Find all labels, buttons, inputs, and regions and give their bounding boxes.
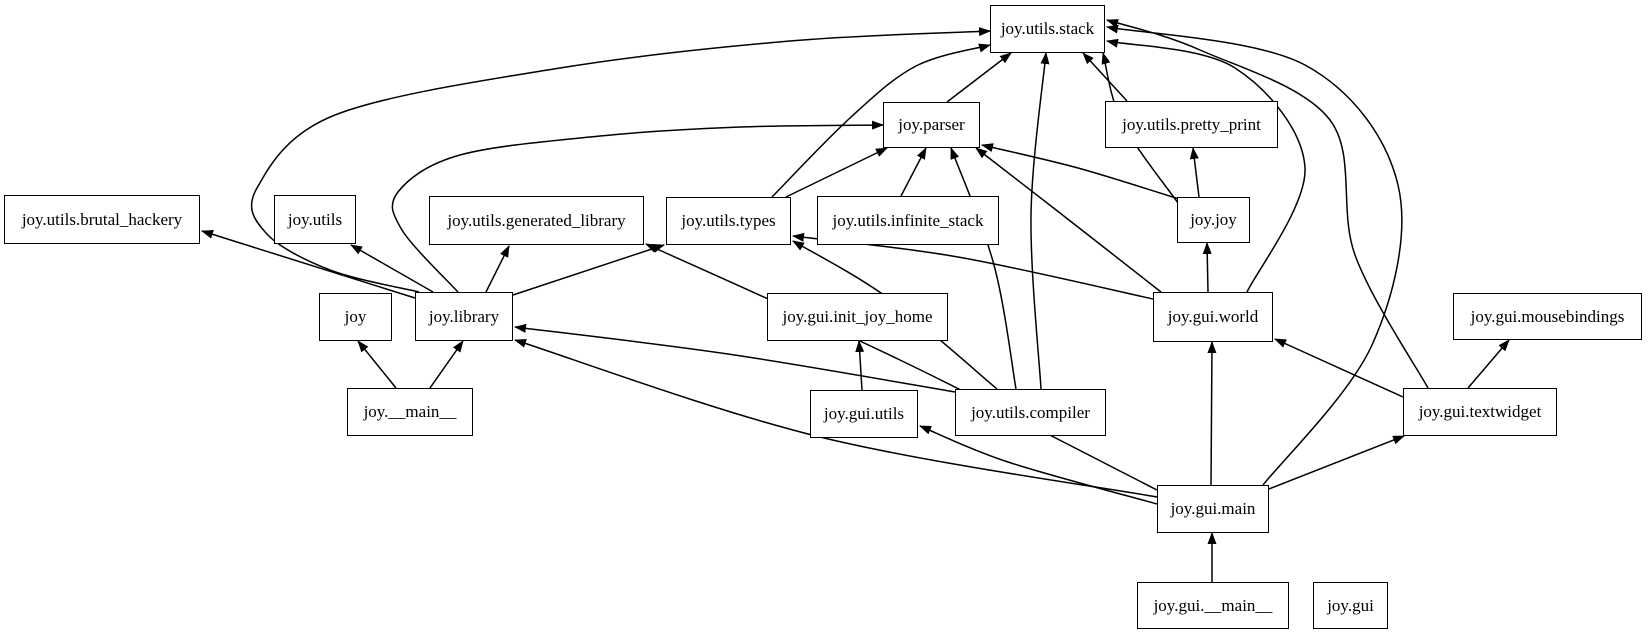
edge-joy.library-to-joy.parser [391,120,884,293]
node-joy.gui.mousebindings: joy.gui.mousebindings [1453,293,1642,340]
node-label: joy.parser [898,115,965,134]
node-joy.parser: joy.parser [883,102,980,148]
node-label: joy.utils.stack [1000,19,1095,38]
node-label: joy.utils.compiler [971,402,1090,422]
node-label: joy.gui.world [1167,307,1259,326]
edge-joy.utils.compiler-to-joy.library [514,323,956,393]
node-label: joy.gui.__main__ [1153,595,1273,615]
edge-joy.parser-to-joy.utils.stack [946,52,1012,103]
node-joy.__main__: joy.__main__ [347,388,473,436]
node-label: joy.utils.types [681,211,776,230]
node-label: joy.library [428,306,500,326]
edge-joy.__main__-to-joy.library [429,340,464,389]
node-label: joy.joy [1190,210,1237,229]
node-label: joy.gui.utils [823,404,905,423]
node-joy.utils.pretty_print: joy.utils.pretty_print [1105,101,1278,148]
node-label: joy.gui.main [1170,499,1256,518]
node-label: joy.gui.textwidget [1418,402,1542,421]
node-joy.gui.world: joy.gui.world [1153,292,1273,342]
node-joy.utils.generated_library: joy.utils.generated_library [429,196,644,245]
edge-joy.gui.main-to-joy.utils.stack [1106,24,1403,486]
node-label: joy [344,307,367,326]
edge-joy.gui.textwidget-to-joy.gui.world [1274,338,1404,398]
edges-group [201,19,1510,582]
edge-joy.utils.compiler-to-joy.parser [950,147,1017,390]
node-label: joy.__main__ [363,402,457,421]
edge-joy.__main__-to-joy [357,340,397,389]
edge-joy.utils.types-to-joy.utils.stack [771,43,991,198]
edge-joy.gui.world-to-joy.utils.types [792,232,1154,300]
node-joy.utils.brutal_hackery: joy.utils.brutal_hackery [4,195,200,244]
edge-joy.library-to-joy.utils.types [512,244,665,296]
node-joy.joy: joy.joy [1177,197,1250,243]
node-joy.gui.main: joy.gui.main [1157,485,1269,533]
node-joy.utils: joy.utils [274,195,356,244]
node-label: joy.utils.infinite_stack [832,210,984,230]
node-joy.gui.init_joy_home: joy.gui.init_joy_home [767,293,948,341]
node-joy: joy [319,293,392,341]
edge-joy.utils.infinite_stack-to-joy.parser [900,147,927,197]
node-joy.gui.__main__: joy.gui.__main__ [1137,582,1289,629]
edge-joy.gui.textwidget-to-joy.gui.mousebindings [1467,339,1510,389]
edge-joy.gui.world-to-joy.utils.stack [1106,38,1306,293]
node-label: joy.gui.init_joy_home [782,307,933,326]
node-joy.utils.infinite_stack: joy.utils.infinite_stack [817,196,999,245]
node-label: joy.utils [287,209,343,229]
node-label: joy.utils.pretty_print [1122,114,1261,134]
edge-joy.joy-to-joy.utils.pretty_print [1189,147,1200,198]
edge-joy.gui.main-to-joy.gui.textwidget [1268,435,1405,490]
edge-joy.gui.main-to-joy.utils.generated_library [645,243,1158,491]
edge-joy.utils.compiler-to-joy.utils.stack [1030,52,1050,390]
edge-joy.utils.types-to-joy.parser [785,147,888,198]
node-joy.gui: joy.gui [1313,582,1388,629]
edge-joy.gui.world-to-joy.parser [975,147,1162,293]
edge-joy.gui.main-to-joy.gui.utils [919,425,1158,505]
node-label: joy.utils.generated_library [447,210,626,230]
node-joy.library: joy.library [415,292,513,341]
node-joy.utils.compiler: joy.utils.compiler [955,389,1106,436]
node-label: joy.gui.mousebindings [1470,306,1625,326]
edge-joy.library-to-joy.utils.brutal_hackery [201,230,416,299]
node-joy.gui.textwidget: joy.gui.textwidget [1403,388,1557,436]
node-joy.gui.utils: joy.gui.utils [810,390,918,438]
node-label: joy.gui [1327,595,1374,615]
node-joy.utils.types: joy.utils.types [666,197,791,245]
edge-joy.library-to-joy.utils.stack [250,27,991,293]
edge-joy.utils.pretty_print-to-joy.utils.stack [1082,52,1128,102]
edge-joy.gui.utils-to-joy.gui.init_joy_home [855,340,865,391]
edge-joy.library-to-joy.utils [350,244,434,293]
edge-joy.library-to-joy.utils.generated_library [485,245,510,293]
edge-joy.joy-to-joy.parser [981,143,1180,200]
edge-joy.gui.main-to-joy.gui.world [1207,341,1217,486]
node-label: joy.utils.brutal_hackery [21,209,183,229]
edge-joy.gui.world-to-joy.joy [1202,242,1212,293]
edge-joy.gui.textwidget-to-joy.utils.stack [1106,19,1429,389]
node-joy.utils.stack: joy.utils.stack [990,5,1105,53]
